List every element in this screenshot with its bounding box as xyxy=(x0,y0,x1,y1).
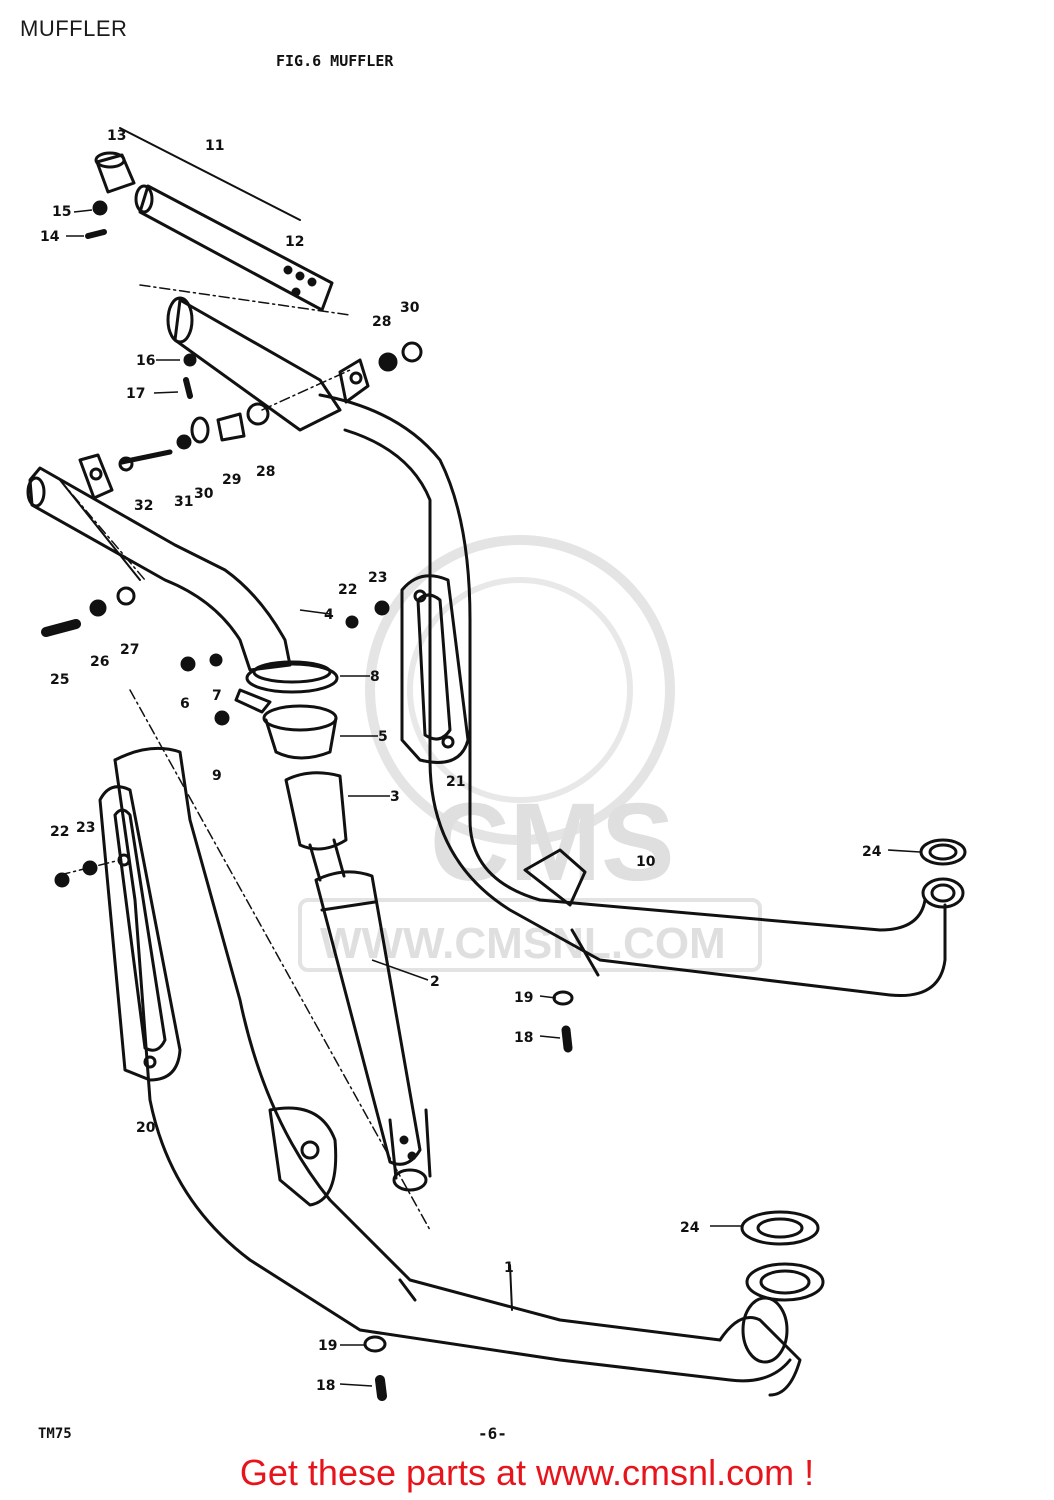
watermark-logo: CMS WWW.CMSNL.COM xyxy=(298,535,762,972)
model-code: TM75 xyxy=(38,1426,72,1442)
tail-pipe-2 xyxy=(314,870,432,1192)
connector-5 xyxy=(262,704,338,760)
get-parts-link[interactable]: Get these parts at www.cmsnl.com ! xyxy=(239,1452,815,1493)
part-label-17: 17 xyxy=(126,386,145,402)
heat-shield-21 xyxy=(400,574,470,764)
part-label-24-lower: 24 xyxy=(680,1220,700,1236)
part-label-3: 3 xyxy=(390,789,400,805)
lower-muffler-body-1 xyxy=(113,746,802,1397)
part-label-30-upper: 30 xyxy=(400,300,420,316)
part-label-14: 14 xyxy=(40,229,60,245)
page-number: -6- xyxy=(478,1424,507,1443)
figure-title: FIG.6 MUFFLER xyxy=(276,52,394,70)
part-labels: 1 2 3 4 5 6 7 8 9 10 11 12 13 14 15 16 1… xyxy=(40,128,882,1394)
hardware-bolts-and-washers xyxy=(41,200,574,1401)
part-label-11: 11 xyxy=(205,138,224,154)
part-label-24-upper: 24 xyxy=(862,844,882,860)
alignment-lines xyxy=(59,284,431,1231)
pipe-clamp-8 xyxy=(234,660,339,714)
part-label-25: 25 xyxy=(50,672,69,688)
part-label-29: 29 xyxy=(222,472,241,488)
part-label-28-upper: 28 xyxy=(372,314,391,330)
part-label-19-upper: 19 xyxy=(514,990,533,1006)
upper-muffler-body xyxy=(166,296,947,998)
part-label-22-lower: 22 xyxy=(50,824,69,840)
gasket-24-lower xyxy=(740,1210,825,1302)
part-label-23-upper: 23 xyxy=(368,570,387,586)
part-label-32: 32 xyxy=(134,498,153,514)
part-label-9: 9 xyxy=(212,768,222,784)
part-label-8: 8 xyxy=(370,669,380,685)
part-label-31: 31 xyxy=(174,494,193,510)
part-label-6: 6 xyxy=(180,696,190,712)
part-label-18-lower: 18 xyxy=(316,1378,335,1394)
joint-pipe-3 xyxy=(284,771,348,882)
part-label-21: 21 xyxy=(446,774,465,790)
part-label-10: 10 xyxy=(636,854,656,870)
part-label-20: 20 xyxy=(136,1120,156,1136)
part-label-18-upper: 18 xyxy=(514,1030,533,1046)
page-header-title: MUFFLER xyxy=(20,16,128,41)
watermark-logo-text: CMS xyxy=(430,781,674,904)
part-label-4: 4 xyxy=(324,607,334,623)
gasket-24-upper xyxy=(919,838,967,909)
part-label-13: 13 xyxy=(107,128,126,144)
exhaust-pipe-4 xyxy=(26,453,292,672)
part-label-5: 5 xyxy=(378,729,388,745)
part-label-7: 7 xyxy=(212,688,222,704)
part-label-16: 16 xyxy=(136,353,155,369)
part-label-30-lower: 30 xyxy=(194,486,214,502)
tail-pipe-assembly xyxy=(94,127,334,312)
part-label-23-lower: 23 xyxy=(76,820,95,836)
part-label-28-lower: 28 xyxy=(256,464,275,480)
mount-bracket-lower xyxy=(268,1106,338,1207)
part-label-12: 12 xyxy=(285,234,304,250)
part-label-2: 2 xyxy=(430,974,440,990)
part-label-27: 27 xyxy=(120,642,139,658)
part-label-22-upper: 22 xyxy=(338,582,357,598)
part-label-26: 26 xyxy=(90,654,109,670)
part-label-15: 15 xyxy=(52,204,71,220)
heat-shield-20 xyxy=(98,785,182,1082)
leader-lines xyxy=(66,209,921,1387)
part-label-19-lower: 19 xyxy=(318,1338,337,1354)
part-label-1: 1 xyxy=(504,1260,514,1276)
